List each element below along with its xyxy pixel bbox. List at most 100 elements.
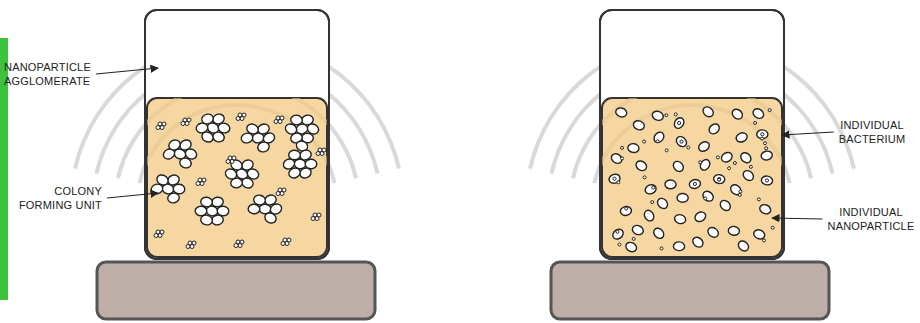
wave-arc <box>602 98 782 174</box>
nanoparticle <box>315 217 319 221</box>
bacterium <box>671 159 685 173</box>
bacterium <box>608 173 621 185</box>
nanoparticle <box>156 126 160 130</box>
bacterium <box>655 196 669 210</box>
nanoparticle-agglomerate <box>311 213 321 221</box>
liquid <box>147 98 327 257</box>
bacterium <box>290 114 303 125</box>
nanoparticle <box>158 234 162 238</box>
nanoparticle <box>660 247 663 250</box>
bacterium <box>230 177 243 188</box>
colony <box>195 113 230 144</box>
nanoparticle-agglomerate <box>186 241 196 249</box>
nanoparticle <box>617 181 620 184</box>
nanoparticle <box>625 207 628 210</box>
wave-arc <box>602 103 782 184</box>
bacterium <box>619 205 632 216</box>
wave-arc <box>602 98 782 169</box>
nanoparticle <box>728 167 731 170</box>
nanoparticle <box>278 120 282 124</box>
beaker-outline <box>600 10 784 259</box>
bacterium <box>615 107 628 119</box>
nanoparticle <box>678 121 681 124</box>
liquid-waves <box>602 98 782 184</box>
liquid-waves <box>147 98 327 184</box>
nanoparticle-agglomerate <box>156 122 166 130</box>
bacterium <box>263 211 278 225</box>
nanoparticle <box>316 152 320 156</box>
nanoparticle <box>739 190 742 193</box>
wave-arc <box>147 98 327 179</box>
nanoparticle <box>230 160 234 164</box>
nanoparticle-agglomerate <box>196 178 206 186</box>
colony <box>162 138 199 169</box>
bacterium <box>688 178 701 189</box>
nanoparticle-agglomerate <box>181 118 191 126</box>
bacterium <box>720 151 734 164</box>
bacterium <box>245 122 259 135</box>
nanoparticle <box>200 182 204 186</box>
nanoparticle <box>771 226 774 229</box>
callout-label: COLONY FORMING UNIT <box>4 184 102 212</box>
nanoparticle <box>240 117 244 121</box>
nanoparticle <box>643 176 646 179</box>
bacterium <box>707 122 721 136</box>
nanoparticle <box>765 179 768 182</box>
nanoparticle <box>276 192 280 196</box>
hot-plate <box>97 262 375 319</box>
colony <box>224 158 261 190</box>
bacterium <box>674 135 688 149</box>
nanoparticle <box>765 147 768 150</box>
nanoparticle <box>632 237 635 240</box>
nanoparticle <box>226 160 230 164</box>
wave-arc <box>147 98 327 174</box>
bacterium <box>706 226 720 240</box>
nanoparticle <box>181 122 185 126</box>
bacterium <box>691 235 705 249</box>
bacterium <box>728 226 740 236</box>
wave-arc <box>147 103 327 184</box>
bacterium <box>761 175 773 185</box>
nanoparticle <box>757 198 760 201</box>
nanoparticle <box>693 182 696 185</box>
nanoparticle <box>613 177 616 180</box>
nanoparticle <box>761 133 764 136</box>
nanoparticle <box>680 140 683 143</box>
nanoparticle <box>190 245 194 249</box>
nanoparticle <box>718 178 721 181</box>
nanoparticle <box>643 140 646 143</box>
nanoparticle <box>311 217 315 221</box>
nanoparticle <box>320 152 324 156</box>
bacterium <box>288 150 300 160</box>
nanoparticle <box>699 161 702 164</box>
bacterium <box>155 173 170 187</box>
bacterium <box>665 180 677 189</box>
colony <box>240 122 276 153</box>
bacterium <box>701 105 715 119</box>
bacterium <box>674 213 687 224</box>
nanoparticle <box>185 122 189 126</box>
bacterium <box>257 141 271 154</box>
nanoparticle-agglomerate <box>226 156 236 164</box>
bacterium <box>287 166 301 179</box>
bacterium <box>211 197 224 208</box>
colony <box>284 114 321 153</box>
bacterium <box>167 138 182 152</box>
nanoparticle-agglomerate <box>234 240 244 248</box>
bacterium <box>713 174 725 184</box>
wave-arc <box>147 98 327 169</box>
nanoparticle <box>733 162 736 165</box>
bacterium <box>677 193 688 202</box>
sonication-set <box>73 10 401 319</box>
bacterium <box>760 150 773 161</box>
nanoparticle <box>652 186 655 189</box>
bacterium <box>610 152 624 166</box>
bacterium <box>229 158 244 172</box>
nanoparticle <box>768 109 771 112</box>
nanoparticle <box>665 114 668 117</box>
bacterium <box>652 226 666 240</box>
nanoparticle <box>618 243 621 246</box>
nanoparticle <box>762 239 765 242</box>
nanoparticle <box>274 120 278 124</box>
